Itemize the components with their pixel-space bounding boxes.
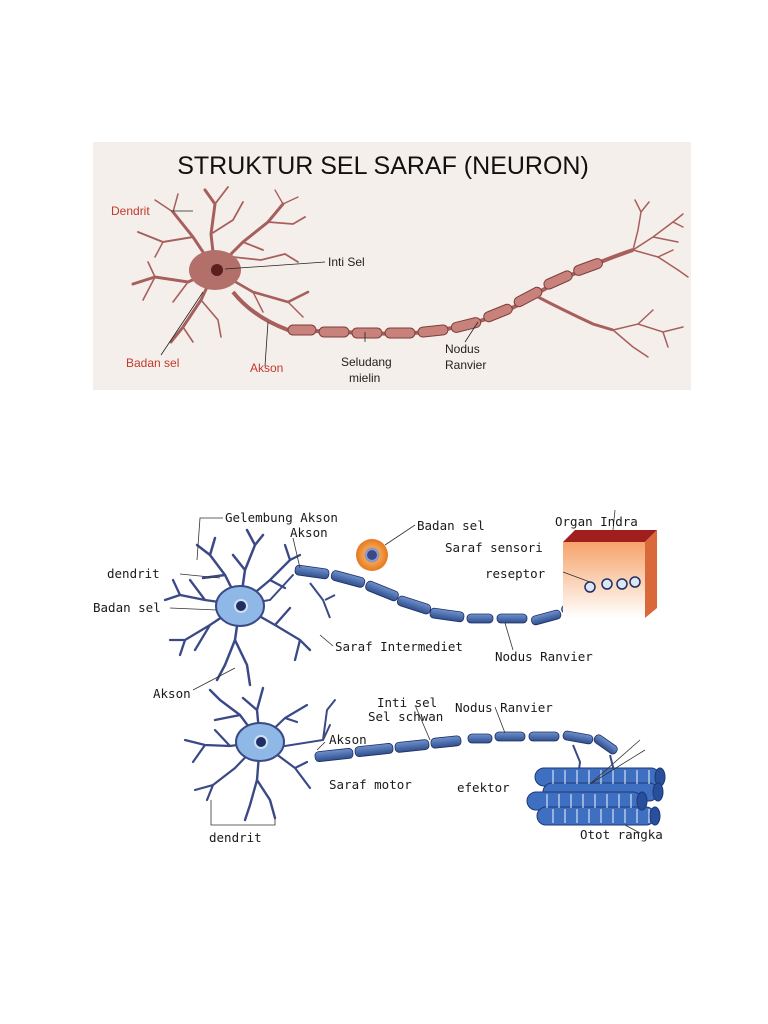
organ-indra-block	[563, 530, 657, 618]
figure-1-leader-lines	[160, 210, 479, 367]
label-gelembung-akson: Gelembung Akson	[225, 510, 338, 525]
sensory-axon-myelin	[294, 564, 588, 626]
label-otot-rangka: Otot rangka	[580, 827, 663, 842]
label-akson-top: Akson	[290, 525, 328, 540]
neuron-1-axon-branch	[537, 295, 614, 332]
label-saraf-motor: Saraf motor	[329, 777, 412, 792]
neuron-illustration-1: STRUKTUR SEL SARAF (NEURON)	[111, 152, 689, 385]
otot-rangka-fibers	[526, 767, 666, 826]
figure-2-leader-lines	[169, 509, 646, 834]
label-akson-motor: Akson	[329, 732, 367, 747]
label-nodus-ranvier-2: Nodus Ranvier	[455, 700, 553, 715]
neuron-1-axon-terminals	[612, 199, 689, 358]
label-organ-indra: Organ Indra	[555, 514, 638, 529]
label-nodus-ranvier-1: Nodus Ranvier	[495, 649, 593, 664]
label-nodus-ranvier-2: Ranvier	[445, 358, 486, 372]
neuron-2-nucleus	[234, 599, 248, 613]
label-dendrit: Dendrit	[111, 204, 150, 218]
reseptor-cells	[584, 576, 641, 593]
label-dendrit-bottom: dendrit	[209, 830, 262, 845]
label-saraf-sensori: Saraf sensori	[445, 540, 543, 555]
neuron-3-nucleus	[254, 735, 268, 749]
label-dendrit-top: dendrit	[107, 566, 160, 581]
label-saraf-intermediet: Saraf Intermediet	[335, 639, 463, 654]
label-seludang-mielin-1: Seludang	[341, 355, 392, 369]
label-sel-schwan: Sel schwan	[368, 709, 443, 724]
label-seludang-mielin-2: mielin	[349, 371, 380, 385]
label-reseptor: reseptor	[485, 566, 546, 581]
label-badan-sel-left: Badan sel	[93, 600, 161, 615]
neuron-structure-figure: STRUKTUR SEL SARAF (NEURON)	[93, 142, 691, 390]
label-badan-sel: Badan sel	[126, 356, 179, 370]
neuron-1-axon	[231, 248, 634, 337]
badan-sel-ball-nucleus	[367, 550, 377, 560]
neuron-1-nucleus	[211, 264, 223, 276]
neuron-illustration-2: Gelembung Akson Akson Badan sel Organ In…	[93, 509, 666, 845]
label-nodus-ranvier-1: Nodus	[445, 342, 480, 356]
label-akson-left: Akson	[153, 686, 191, 701]
label-efektor: efektor	[457, 780, 510, 795]
motor-axon-myelin	[314, 730, 618, 762]
label-akson: Akson	[250, 361, 283, 375]
label-inti-sel: Inti Sel	[328, 255, 365, 269]
neuron-1-myelin-sheath	[287, 258, 603, 339]
label-badan-sel-ball: Badan sel	[417, 518, 485, 533]
figure-title: STRUKTUR SEL SARAF (NEURON)	[177, 152, 589, 180]
neuron-types-figure: Gelembung Akson Akson Badan sel Organ In…	[85, 500, 685, 855]
label-inti-sel: Inti sel	[377, 695, 437, 710]
otot-rangka-striations	[546, 770, 650, 823]
